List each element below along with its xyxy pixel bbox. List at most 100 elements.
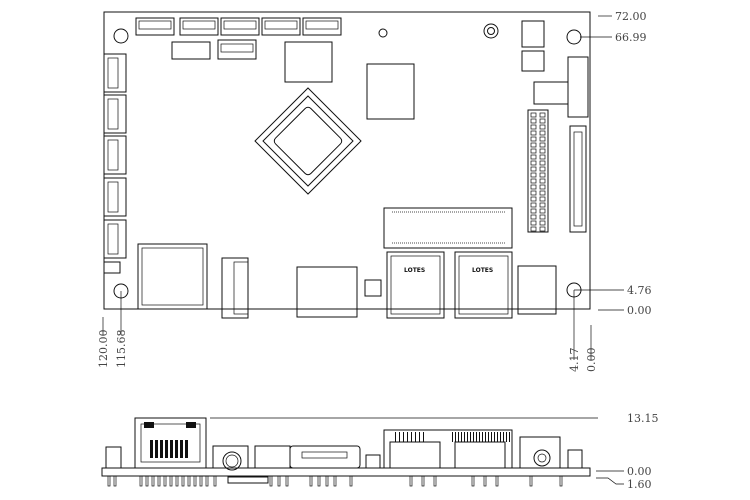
pin <box>467 432 468 442</box>
pin <box>530 172 537 178</box>
dimension-13-15: 13.15 <box>627 412 659 425</box>
pin <box>530 220 537 226</box>
dimension-lines <box>102 15 624 360</box>
pin <box>539 160 546 166</box>
pin <box>107 475 111 487</box>
dimension-4-17: 4.17 <box>568 348 581 373</box>
usb-label: LOTES <box>472 267 493 274</box>
pin <box>180 440 183 458</box>
usb-port-1: LOTES <box>386 251 445 319</box>
pin <box>464 432 465 442</box>
audio-jack-side <box>212 445 249 471</box>
pin <box>491 432 492 442</box>
pin <box>165 440 168 458</box>
pin <box>495 475 499 487</box>
pin <box>539 154 546 160</box>
dimension-4-76: 4.76 <box>627 284 652 297</box>
pin <box>530 190 537 196</box>
pin <box>530 208 537 214</box>
pin <box>530 214 537 220</box>
pin <box>530 184 537 190</box>
pin <box>539 220 546 226</box>
pin <box>530 142 537 148</box>
pin <box>539 172 546 178</box>
pin <box>539 202 546 208</box>
pin <box>175 440 178 458</box>
dimension-66-99: 66.99 <box>615 31 647 44</box>
top-view: LOTES LOTES 72.00 66.99 4.76 0.00 120.00… <box>97 10 652 372</box>
pin <box>333 475 337 487</box>
pin <box>539 148 546 154</box>
pin <box>395 432 396 442</box>
dc-jack-side <box>519 436 561 469</box>
pin <box>539 136 546 142</box>
pin <box>403 432 404 442</box>
pin <box>455 432 456 442</box>
pin <box>213 475 217 487</box>
soc-chip <box>254 87 362 195</box>
pin <box>193 475 197 487</box>
top-connectors <box>135 17 342 60</box>
dimension-side-0-00: 0.00 <box>627 465 652 478</box>
pin <box>181 475 185 487</box>
pin <box>530 160 537 166</box>
gpio-header <box>527 109 549 233</box>
pin <box>539 118 546 124</box>
pin <box>539 208 546 214</box>
hdmi-port-top <box>296 266 358 318</box>
pin <box>407 432 408 442</box>
pin <box>539 214 546 220</box>
pin <box>325 475 329 487</box>
pin <box>476 432 477 442</box>
pin <box>170 440 173 458</box>
pin <box>500 432 501 442</box>
pin <box>145 475 149 487</box>
pin <box>529 475 533 487</box>
dimension-115-68: 115.68 <box>115 330 128 369</box>
pin <box>539 226 546 232</box>
pin <box>539 166 546 172</box>
dc-jack-top <box>517 265 557 315</box>
pin <box>539 178 546 184</box>
dimension-120: 120.00 <box>97 330 110 369</box>
ethernet-port-top <box>137 243 208 310</box>
pin <box>205 475 209 487</box>
pin <box>458 432 459 442</box>
pin <box>349 475 353 487</box>
pin <box>539 190 546 196</box>
usb-port-2: LOTES <box>454 251 513 319</box>
pin <box>530 166 537 172</box>
pin <box>539 196 546 202</box>
pin <box>530 124 537 130</box>
pin <box>227 476 269 484</box>
usb-label: LOTES <box>404 267 425 274</box>
pin <box>488 432 489 442</box>
usb-stack-side <box>383 429 513 469</box>
pin <box>470 432 471 442</box>
pin <box>317 475 321 487</box>
pin <box>539 184 546 190</box>
pin <box>269 475 273 487</box>
pin <box>151 475 155 487</box>
pin <box>452 432 453 442</box>
header-small <box>521 20 545 48</box>
pin <box>185 440 188 458</box>
pin <box>530 112 537 118</box>
pin <box>530 136 537 142</box>
m2-slot <box>383 207 513 249</box>
pin <box>530 196 537 202</box>
mounting-hole-top-right <box>566 29 582 45</box>
pin <box>483 475 487 487</box>
chip-small <box>284 41 333 83</box>
pin <box>461 432 462 442</box>
pin <box>530 178 537 184</box>
pin <box>157 475 161 487</box>
pin <box>399 432 400 442</box>
pcb-side <box>101 467 591 477</box>
pin <box>530 226 537 232</box>
pin <box>539 142 546 148</box>
pin <box>559 475 563 487</box>
pin <box>415 432 416 442</box>
pin <box>160 440 163 458</box>
pin <box>277 475 281 487</box>
